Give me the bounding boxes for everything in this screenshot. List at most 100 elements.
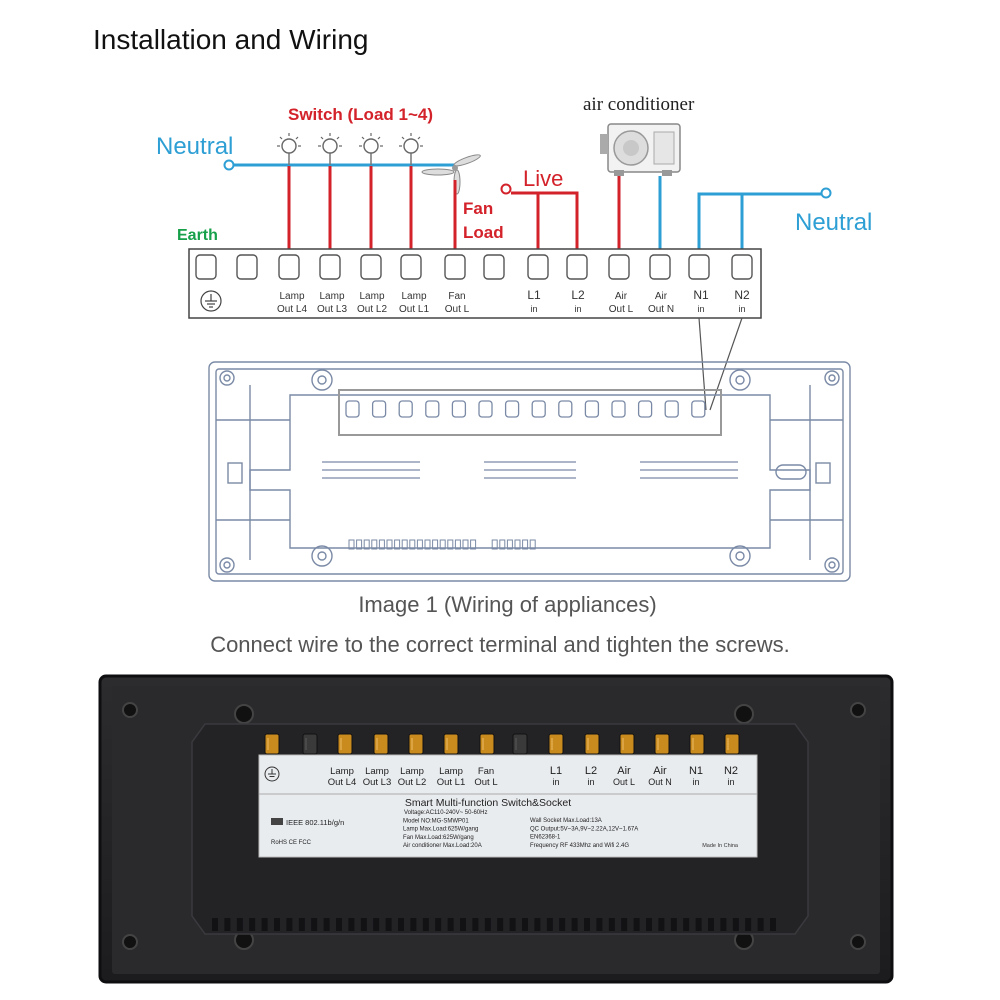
guide-line: [698, 317, 707, 411]
plate-vent: [522, 539, 529, 550]
vent-slot: [534, 918, 541, 931]
screw-holes: [122, 702, 866, 950]
plate-slot: [398, 400, 413, 418]
vent-slot: [695, 918, 702, 931]
photo-terminal-sublabel: in: [552, 777, 559, 787]
air-conditioner-icon: [600, 123, 681, 176]
plate-slot: [425, 400, 440, 418]
photo-terminal-sublabel: Out L2: [398, 777, 427, 788]
photo-terminal-label: Lamp: [330, 766, 354, 777]
terminal-slot: [527, 254, 549, 280]
lamp-bulbs: [277, 133, 423, 154]
plate-slot: [664, 400, 679, 418]
neutral-right-label: Neutral: [795, 209, 872, 236]
plate-vent: [506, 539, 513, 550]
terminal-slot: [608, 254, 630, 280]
photo-terminal-label: L2: [585, 765, 597, 777]
terminal-sublabel: in: [574, 304, 581, 314]
plate-vent: [514, 539, 521, 550]
wiring-diagram: Switch (Load 1~4) air conditioner Neutra…: [156, 94, 872, 582]
cert-marks: RoHS CE FCC: [271, 840, 312, 846]
terminal-slot: [195, 254, 217, 280]
vent-slot: [757, 918, 764, 931]
vent-slot: [720, 918, 727, 931]
fan-icon: [421, 154, 481, 195]
plate-slot: [691, 400, 706, 418]
vent-slot: [608, 918, 615, 931]
terminal-sublabel: in: [530, 304, 537, 314]
page-title: Installation and Wiring: [93, 24, 369, 55]
plate-vent: [401, 539, 408, 550]
plate-vent: [378, 539, 385, 550]
photo-terminal-sublabel: Out L3: [363, 777, 392, 788]
vent-slot: [484, 918, 491, 931]
plate-slot: [531, 400, 546, 418]
plate-vent: [416, 539, 423, 550]
photo-terminal-label: L1: [550, 765, 562, 777]
vent-slot: [274, 918, 280, 931]
terminal-screw: [302, 733, 318, 755]
plate-vent-slots: [348, 539, 536, 550]
terminal-sublabel: in: [738, 304, 745, 314]
instruction-text: Connect wire to the correct terminal and…: [210, 632, 790, 657]
terminal-highlight-box: [338, 389, 722, 436]
terminal-slot: [278, 254, 300, 280]
spec-line: Lamp Max.Load:625W/gang: [403, 827, 478, 833]
bulb-icon: [359, 133, 383, 154]
plate-slot: [611, 400, 626, 418]
vent-slot: [683, 918, 690, 931]
terminal-sublabel: Out L: [609, 304, 634, 315]
spec-line: Frequency RF 433Mhz and Wifi 2.4G: [530, 843, 629, 849]
terminal-sublabel: Out N: [648, 304, 674, 315]
vent-slot: [497, 918, 504, 931]
device-product-title: Smart Multi-function Switch&Socket: [405, 797, 571, 809]
vent-slot: [460, 918, 466, 931]
vent-slot: [546, 918, 553, 931]
vent-slot: [398, 918, 404, 931]
vent-slot: [658, 918, 665, 931]
vent-slot: [509, 918, 516, 931]
vent-slot: [633, 918, 640, 931]
terminal-sublabel: Out L4: [277, 304, 307, 315]
vent-slot: [212, 918, 218, 931]
vent-slot: [708, 918, 714, 931]
plate-slot: [451, 400, 467, 418]
terminal-slot: [360, 254, 382, 280]
plate-slot: [371, 400, 387, 418]
terminal-screw: [408, 733, 424, 755]
terminal-sublabel: Out L3: [317, 304, 347, 315]
vent-slot: [435, 918, 442, 931]
photo-terminal-sublabel: Out N: [648, 777, 672, 787]
vent-slot: [224, 918, 231, 931]
vent-slot: [323, 918, 330, 931]
photo-terminal-label: N2: [724, 765, 738, 777]
terminal-slot: [236, 254, 258, 280]
vent-slot: [732, 918, 739, 931]
plate-vent: [371, 539, 378, 550]
vent-slot: [745, 918, 752, 931]
terminal-slot: [731, 254, 753, 280]
terminal-screw: [689, 733, 705, 755]
vent-slot: [298, 918, 305, 931]
vent-slot: [621, 918, 628, 931]
photo-terminal-label: Lamp: [400, 766, 424, 777]
terminal-label: N2: [734, 288, 750, 302]
photo-terminal-label: Air: [653, 765, 667, 777]
bulb-icon: [318, 133, 342, 154]
terminal-label: Lamp: [279, 291, 304, 302]
terminal-label: Air: [655, 291, 668, 302]
photo-terminal-sublabel: in: [692, 777, 699, 787]
terminal-sublabel: in: [697, 304, 704, 314]
vent-slot: [385, 918, 392, 931]
spec-line: EN62368-1: [530, 835, 561, 841]
plate-vent: [447, 539, 454, 550]
terminal-slot: [483, 254, 505, 280]
earth-icon: [264, 766, 280, 782]
plate-vent: [499, 539, 506, 550]
vent-slot: [373, 918, 380, 931]
terminal-label: L1: [527, 288, 541, 302]
terminal-label: Air: [615, 291, 628, 302]
spec-line: Fan Max.Load:625W/gang: [403, 835, 474, 841]
